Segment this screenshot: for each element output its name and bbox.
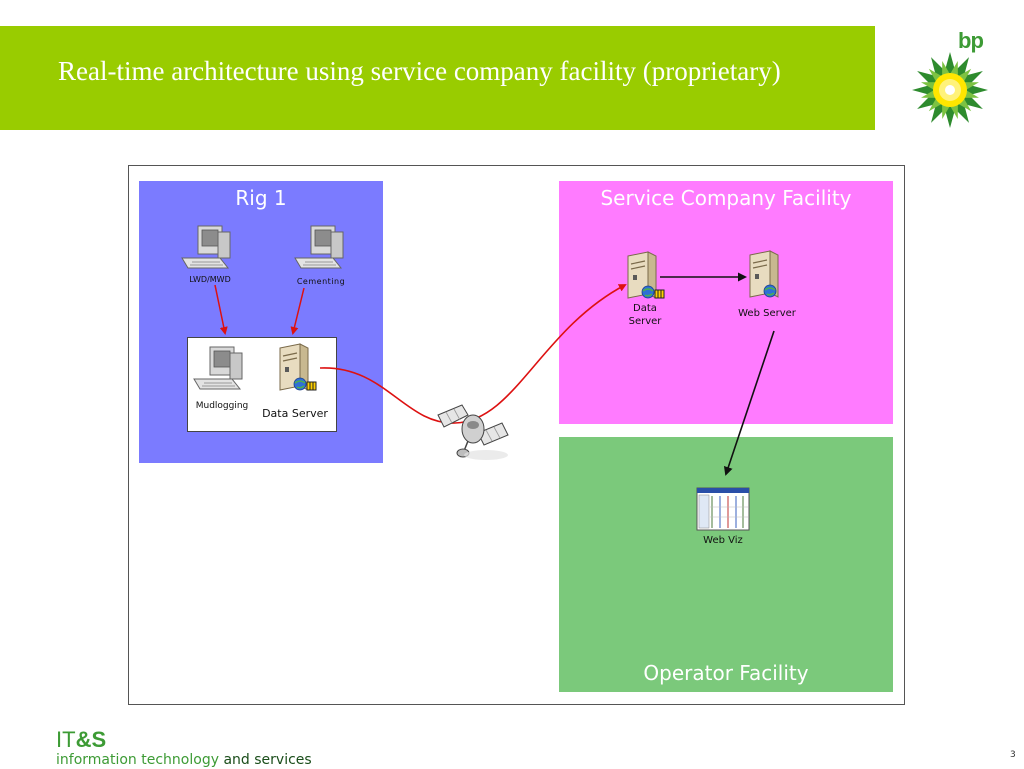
mudlogging-workstation-icon [193, 346, 243, 390]
lwd-mwd-workstation-icon [181, 225, 231, 269]
rig-data-server-label: Data Server [262, 407, 328, 420]
mudlogging-label: Mudlogging [195, 401, 249, 411]
web-viz-label: Web Viz [703, 535, 743, 546]
page-number: 3 [1010, 750, 1016, 760]
brand-ampersand: & [75, 727, 92, 752]
operator-zone-title: Operator Facility [643, 661, 809, 685]
lwd-mwd-label: LWD/MWD [189, 275, 231, 284]
brand-it: IT [56, 727, 76, 752]
service-data-server-icon [627, 251, 665, 299]
rig-zone-title: Rig 1 [235, 186, 287, 210]
footer-brand: IT&S information technology and services [56, 729, 312, 769]
bp-helios-logo [912, 52, 988, 128]
its-tagline: information technology and services [56, 751, 312, 769]
brand-s: S [91, 727, 107, 752]
satellite-icon [437, 404, 509, 460]
service-data-server-label: Data Server [628, 303, 662, 327]
its-brand-mark: IT&S [56, 729, 312, 751]
slide-title: Real-time architecture using service com… [58, 56, 781, 86]
web-server-icon [749, 250, 779, 298]
rig-data-server-icon [279, 343, 317, 391]
tagline-light: information technology [56, 752, 224, 768]
web-viz-browser-icon [696, 487, 750, 531]
tagline-dark: and services [223, 752, 312, 768]
cementing-workstation-icon [294, 225, 344, 269]
bp-wordmark: bp [958, 28, 984, 53]
operator-zone: Operator Facility [559, 437, 893, 692]
header-band [0, 26, 875, 130]
cementing-label: Cementing [296, 277, 346, 286]
web-server-label: Web Server [738, 308, 796, 319]
service-zone-title: Service Company Facility [600, 186, 852, 210]
